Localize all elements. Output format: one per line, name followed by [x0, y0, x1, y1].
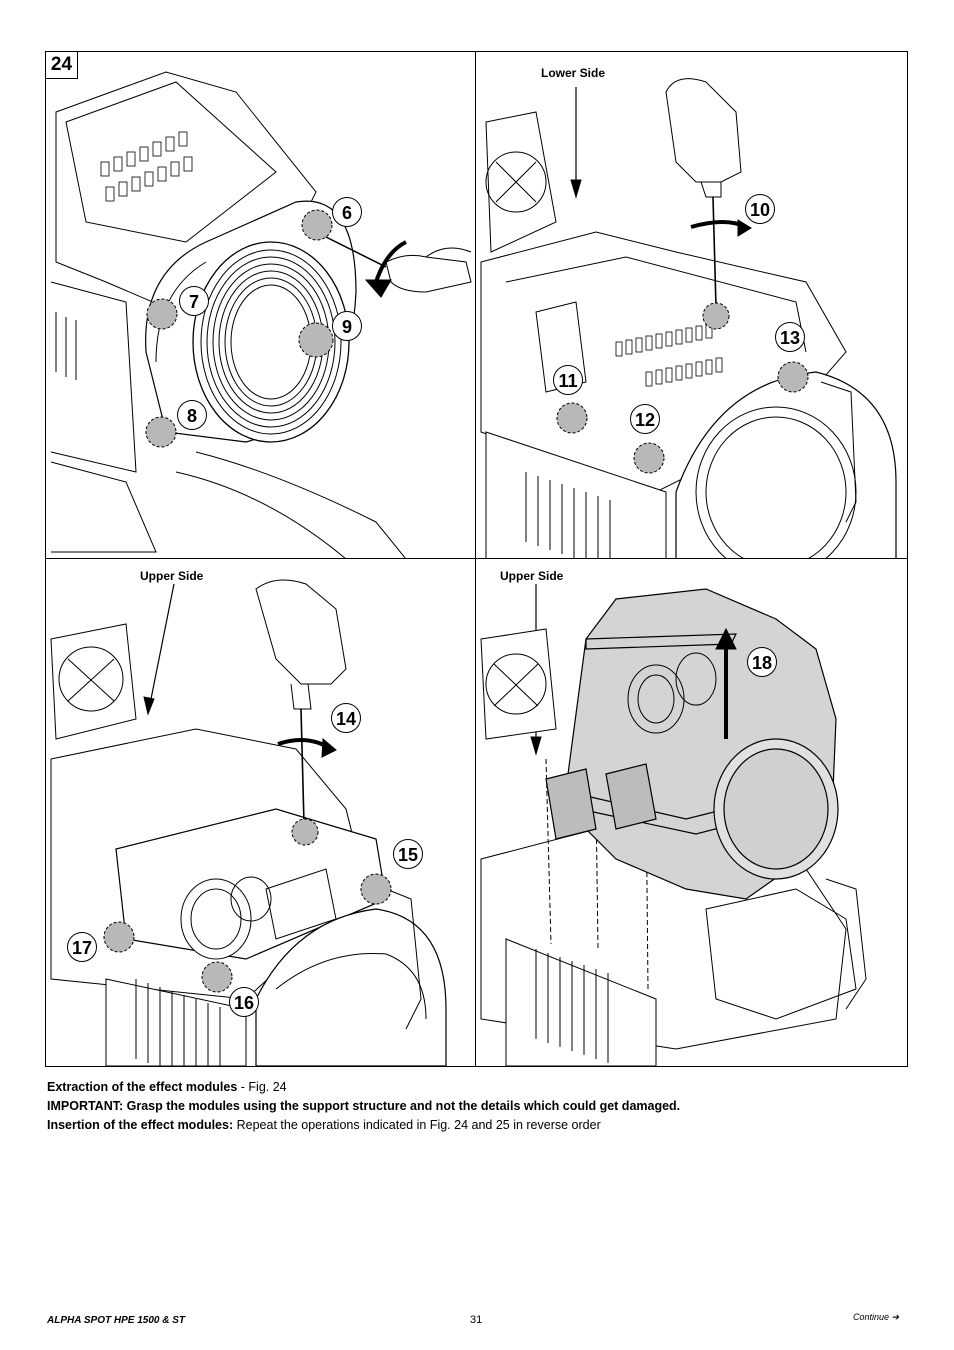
callout-12: 12 — [630, 404, 660, 434]
callout-18: 18 — [747, 647, 777, 677]
side-label-upper-left: Upper Side — [140, 569, 204, 583]
callout-16: 16 — [229, 987, 259, 1017]
caption-important-note: IMPORTANT: Grasp the modules using the s… — [47, 1099, 681, 1113]
callout-9: 9 — [332, 311, 362, 341]
illustration-upper-side-screws — [50, 579, 447, 1066]
side-label-upper-right: Upper Side — [500, 569, 564, 583]
illustration-lens-removal — [50, 71, 472, 558]
figure-24: 24 — [45, 51, 908, 1067]
caption-line-2: IMPORTANT: Grasp the modules using the s… — [47, 1097, 680, 1116]
panel-bottom-right: Upper Side 18 — [476, 559, 907, 1066]
callout-10: 10 — [745, 194, 775, 224]
panel-bottom-left: Upper Side 14 15 16 17 — [46, 559, 476, 1066]
callout-11: 11 — [553, 365, 583, 395]
callout-7: 7 — [179, 286, 209, 316]
figure-number: 24 — [46, 52, 78, 79]
illustration-module-extraction — [480, 584, 867, 1066]
callout-17: 17 — [67, 932, 97, 962]
caption-title-insertion: Insertion of the effect modules: — [47, 1118, 234, 1132]
panel-top-right: Lower Side 10 11 12 13 — [476, 52, 907, 559]
caption-line-1: Extraction of the effect modules - Fig. … — [47, 1078, 287, 1097]
illustration-lower-side-screws — [480, 78, 897, 558]
callout-6: 6 — [332, 197, 362, 227]
caption-title-extraction: Extraction of the effect modules — [47, 1080, 238, 1094]
panel-top-left: 6 7 8 9 — [46, 52, 476, 559]
side-label-lower: Lower Side — [541, 66, 606, 80]
callout-13: 13 — [775, 322, 805, 352]
caption-line-3: Insertion of the effect modules: Repeat … — [47, 1116, 601, 1135]
footer-continue: Continue ➔ — [853, 1312, 900, 1322]
callout-15: 15 — [393, 839, 423, 869]
callout-14: 14 — [331, 703, 361, 733]
callout-8: 8 — [177, 400, 207, 430]
caption-insertion-text: Repeat the operations indicated in Fig. … — [233, 1118, 601, 1132]
footer-product-name: ALPHA SPOT HPE 1500 & ST — [47, 1315, 185, 1326]
footer-page-number: 31 — [470, 1314, 483, 1326]
caption-fig-ref: - Fig. 24 — [237, 1080, 287, 1094]
